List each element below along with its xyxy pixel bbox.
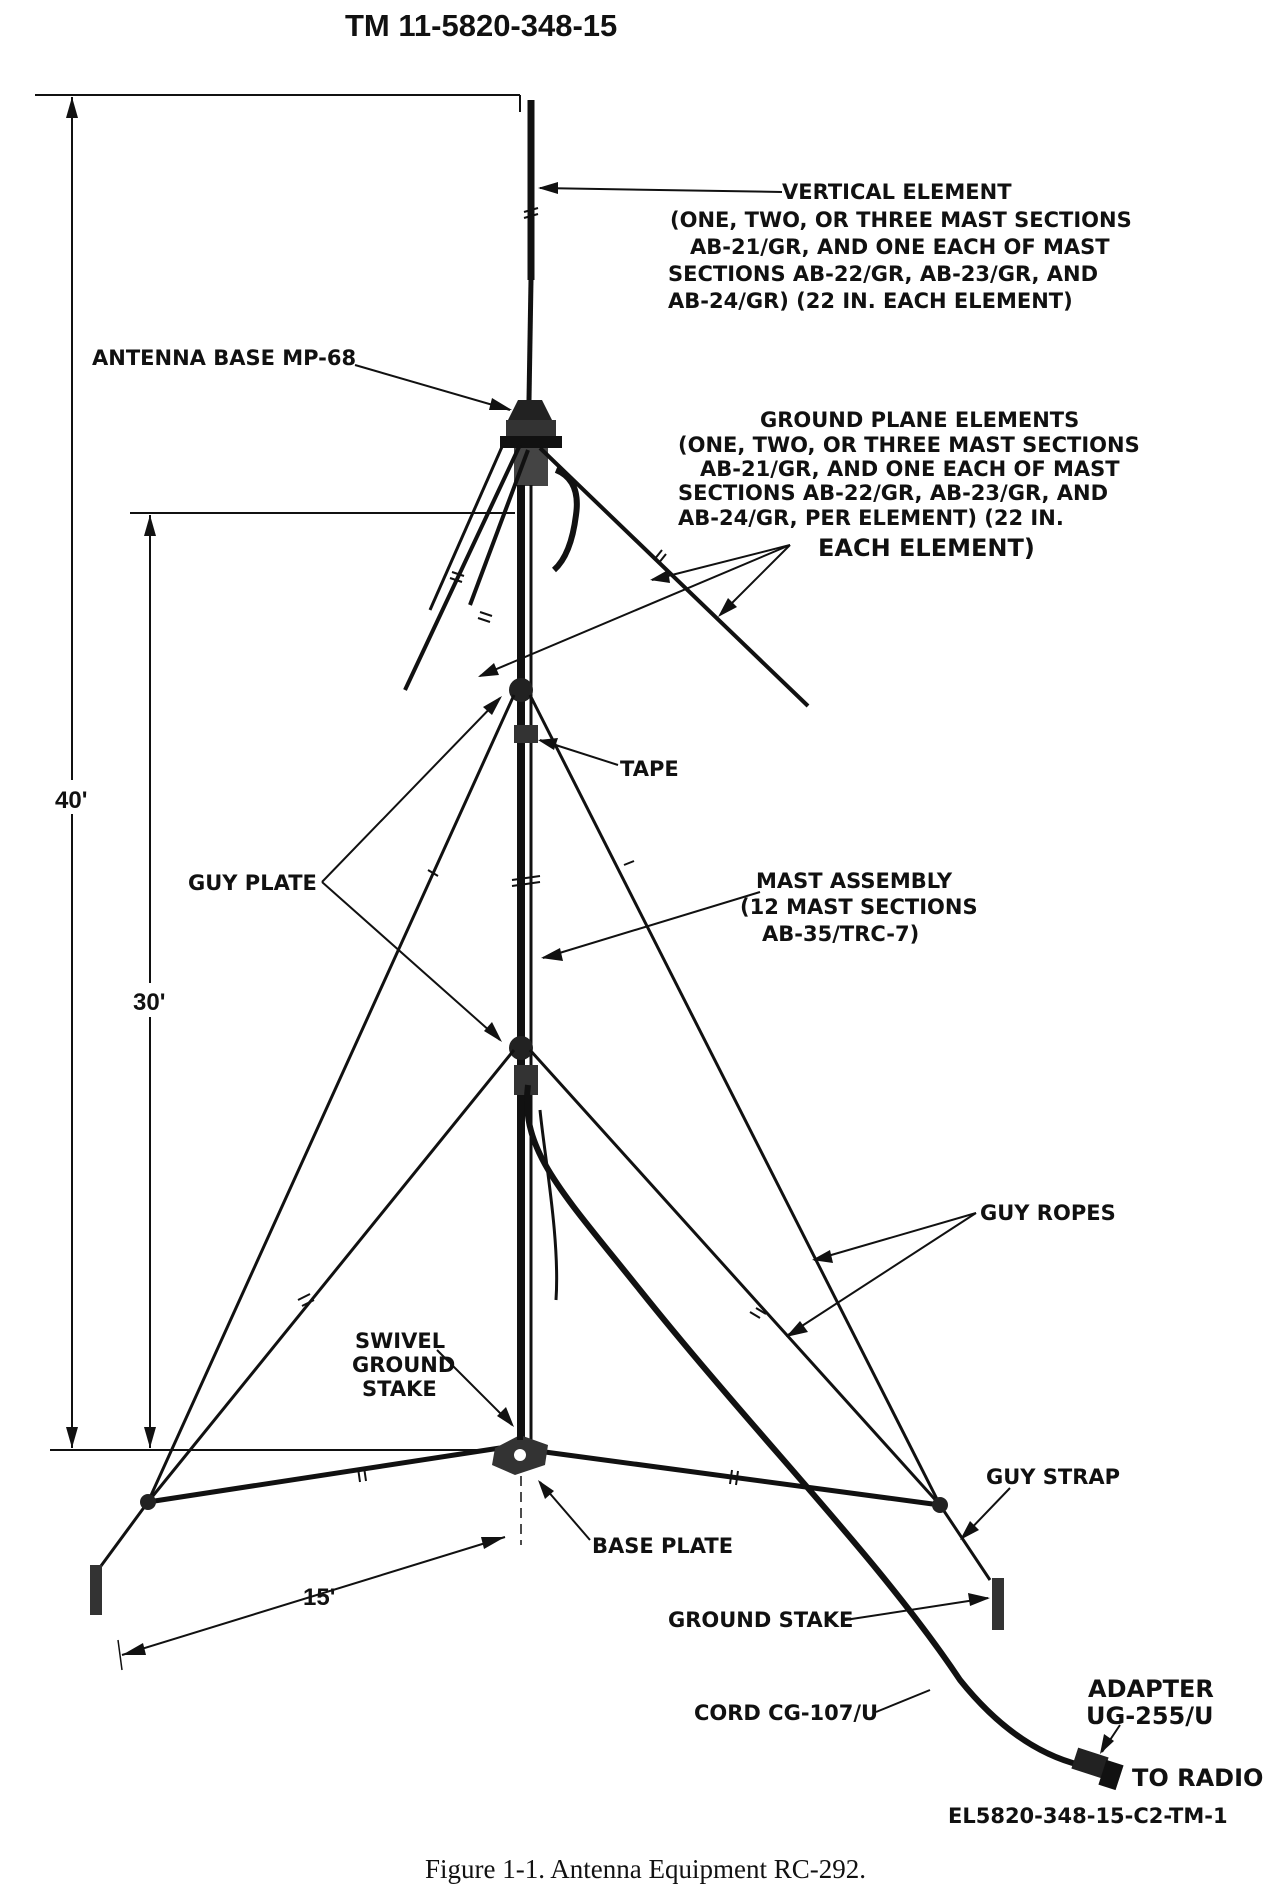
svg-text:SECTIONS AB-22/GR, AB-23/GR, A: SECTIONS AB-22/GR, AB-23/GR, AND (668, 262, 1098, 286)
svg-text:(ONE, TWO, OR THREE MAST SECTI: (ONE, TWO, OR THREE MAST SECTIONS (678, 433, 1140, 457)
antenna-base-label: ANTENNA BASE MP-68 (92, 346, 356, 370)
ground-stake-label: GROUND STAKE (668, 1608, 853, 1632)
vertical-element (523, 100, 539, 401)
svg-text:GROUND: GROUND (352, 1353, 455, 1377)
to-radio-label: TO RADIO (1132, 1764, 1263, 1792)
cord-label: CORD CG-107/U (694, 1701, 878, 1725)
dimension-40ft-label: 40' (55, 787, 87, 814)
lower-guy-plate (509, 1036, 533, 1060)
svg-text:AB-35/TRC-7): AB-35/TRC-7) (762, 922, 919, 946)
svg-text:EACH ELEMENT): EACH ELEMENT) (818, 534, 1035, 562)
document-number: TM 11-5820-348-15 (345, 8, 617, 43)
svg-text:SECTIONS AB-22/GR, AB-23/GR, A: SECTIONS AB-22/GR, AB-23/GR, AND (678, 481, 1108, 505)
svg-text:(12 MAST SECTIONS: (12 MAST SECTIONS (740, 895, 978, 919)
dimension-15ft-label: 15' (303, 1584, 335, 1611)
svg-text:(ONE, TWO, OR THREE MAST SECTI: (ONE, TWO, OR THREE MAST SECTIONS (670, 208, 1132, 232)
lower-guy-ropes (146, 1048, 942, 1507)
svg-text:STAKE: STAKE (362, 1377, 437, 1401)
adapter-label: ADAPTER UG-255/U (1086, 1675, 1214, 1730)
base-plate (492, 1435, 548, 1475)
mast-assembly (511, 485, 541, 1440)
tape-label: TAPE (620, 757, 679, 781)
vertical-element-label: VERTICAL ELEMENT (ONE, TWO, OR THREE MAS… (668, 180, 1132, 313)
svg-text:VERTICAL ELEMENT: VERTICAL ELEMENT (782, 180, 1012, 204)
antenna-base (500, 400, 580, 573)
svg-text:UG-255/U: UG-255/U (1086, 1702, 1214, 1730)
adapter-ug255 (1071, 1747, 1124, 1791)
base-plate-label: BASE PLATE (592, 1534, 733, 1558)
svg-text:AB-21/GR, AND ONE EACH OF MAST: AB-21/GR, AND ONE EACH OF MAST (690, 235, 1110, 259)
upper-guy-ropes (146, 694, 942, 1506)
left-ground-stake (90, 1494, 156, 1615)
svg-text:GROUND PLANE ELEMENTS: GROUND PLANE ELEMENTS (760, 408, 1079, 432)
svg-text:MAST ASSEMBLY: MAST ASSEMBLY (756, 869, 953, 893)
figure-caption: Figure 1-1. Antenna Equipment RC-292. (425, 1854, 866, 1884)
dimension-30ft: 30' (130, 512, 515, 1448)
svg-text:AB-24/GR) (22 IN. EACH ELEMENT: AB-24/GR) (22 IN. EACH ELEMENT) (668, 289, 1073, 313)
svg-text:SWIVEL: SWIVEL (355, 1329, 445, 1353)
mast-assembly-label: MAST ASSEMBLY (12 MAST SECTIONS AB-35/TR… (740, 869, 978, 946)
guy-plate-label: GUY PLATE (188, 871, 317, 895)
dimension-15ft: 15' (117, 1220, 522, 1671)
right-ground-stake (932, 1497, 1004, 1630)
leader-lines (321, 182, 1121, 1754)
guy-straps (147, 1445, 941, 1508)
ground-plane-elements (403, 439, 810, 708)
figure-code: EL5820-348-15-C2-TM-1 (948, 1804, 1228, 1828)
guy-strap-label: GUY STRAP (986, 1465, 1120, 1489)
ground-plane-label: GROUND PLANE ELEMENTS (ONE, TWO, OR THRE… (678, 408, 1140, 562)
coax-cord (524, 1084, 1081, 1768)
guy-ropes-label: GUY ROPES (980, 1201, 1116, 1225)
swivel-ground-stake-label: SWIVEL GROUND STAKE (352, 1329, 455, 1401)
dimension-40ft: 40' (35, 94, 521, 1451)
svg-text:ADAPTER: ADAPTER (1088, 1675, 1214, 1703)
svg-text:AB-24/GR, PER ELEMENT) (22 IN.: AB-24/GR, PER ELEMENT) (22 IN. (678, 506, 1064, 530)
svg-text:AB-21/GR, AND ONE EACH OF MAST: AB-21/GR, AND ONE EACH OF MAST (700, 457, 1120, 481)
dimension-30ft-label: 30' (133, 989, 165, 1016)
